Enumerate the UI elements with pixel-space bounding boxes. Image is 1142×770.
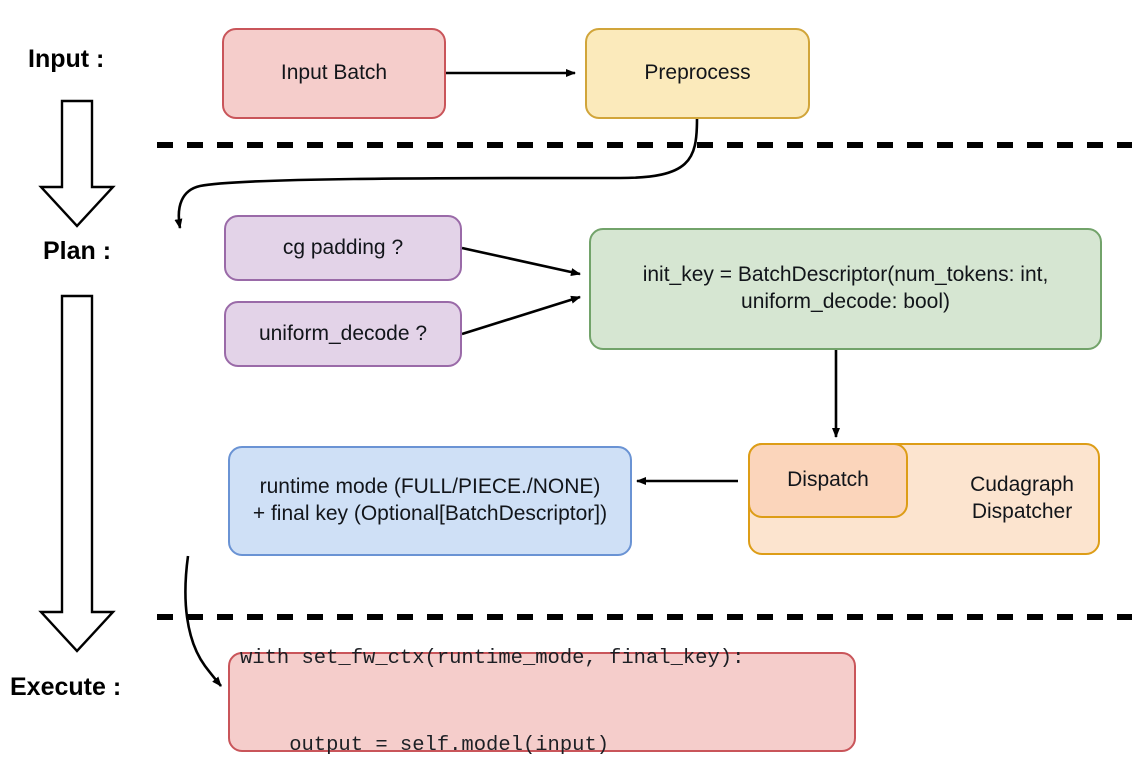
node-preprocess-label: Preprocess — [644, 61, 751, 85]
node-runtime-mode[interactable]: runtime mode (FULL/PIECE./NONE) + final … — [228, 446, 632, 556]
node-input-batch[interactable]: Input Batch — [222, 28, 446, 119]
node-cg-padding-label: cg padding ? — [282, 235, 404, 259]
node-cg-padding[interactable]: cg padding ? — [224, 215, 462, 281]
node-runtime-mode-line-2: + final key (Optional[BatchDescriptor]) — [252, 502, 608, 525]
node-uniform-decode[interactable]: uniform_decode ? — [224, 301, 462, 367]
plan-to-execute-block-arrow — [38, 294, 116, 653]
node-cudagraph-dispatcher-line-1: Cudagraph — [970, 473, 1074, 497]
node-runtime-mode-line-1: runtime mode (FULL/PIECE./NONE) — [259, 475, 601, 499]
stage-label-plan: Plan : — [43, 237, 112, 265]
stage-label-input: Input : — [28, 45, 105, 73]
node-init-key-line-1: init_key = BatchDescriptor(num_tokens: i… — [642, 263, 1049, 287]
input-to-plan-block-arrow — [38, 99, 116, 228]
node-cudagraph-dispatcher-text: Cudagraph Dispatcher — [970, 472, 1074, 526]
node-dispatch-label: Dispatch — [787, 468, 869, 492]
node-exec-code-line-2: output = self.model(input) — [240, 734, 610, 758]
preprocess-to-cg-padding-arrow — [174, 118, 699, 229]
node-exec-code-text: with set_fw_ctx(runtime_mode, final_key)… — [240, 586, 844, 770]
node-exec-code-line-1: with set_fw_ctx(runtime_mode, final_key)… — [240, 646, 745, 670]
node-dispatch[interactable]: Dispatch — [748, 443, 908, 518]
stage-label-execute: Execute : — [10, 673, 122, 701]
uniform-decode-to-init-key-arrow — [461, 295, 581, 336]
node-exec-code[interactable]: with set_fw_ctx(runtime_mode, final_key)… — [228, 647, 856, 757]
node-init-key[interactable]: init_key = BatchDescriptor(num_tokens: i… — [589, 228, 1102, 350]
node-input-batch-label: Input Batch — [280, 61, 388, 85]
runtime-mode-to-exec-code-arrow — [184, 555, 222, 687]
node-init-key-line-2: uniform_decode: bool) — [741, 290, 950, 313]
node-init-key-text: init_key = BatchDescriptor(num_tokens: i… — [601, 262, 1090, 316]
node-runtime-mode-text: runtime mode (FULL/PIECE./NONE) + final … — [240, 474, 620, 528]
node-preprocess[interactable]: Preprocess — [585, 28, 810, 119]
node-uniform-decode-label: uniform_decode ? — [258, 321, 428, 345]
node-cudagraph-dispatcher-line-2: Dispatcher — [971, 500, 1073, 523]
cg-padding-to-init-key-arrow — [461, 246, 581, 276]
